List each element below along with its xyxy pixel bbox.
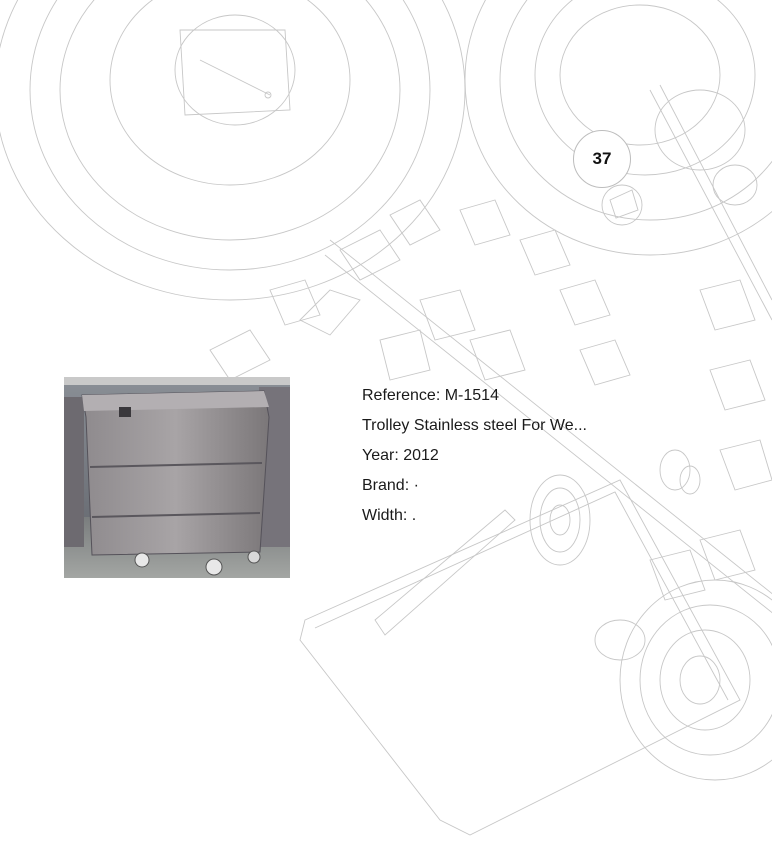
reference-line: Reference: M-1514	[362, 386, 587, 416]
brand-value: ·	[413, 477, 419, 494]
plate-drawing	[299, 479, 741, 836]
product-info: Reference: M-1514 Trolley Stainless stee…	[362, 386, 587, 536]
year-label: Year:	[362, 447, 404, 464]
gear-drawing	[209, 199, 772, 601]
year-value: 2012	[403, 447, 439, 464]
trolley-photo	[64, 377, 290, 578]
product-title: Trolley Stainless steel For We...	[362, 417, 587, 434]
brand-label: Brand:	[362, 477, 414, 494]
width-label: Width:	[362, 507, 412, 524]
width-line: Width: .	[362, 506, 587, 536]
product-image	[64, 377, 290, 578]
shaft-drawing	[324, 84, 772, 614]
brand-line: Brand: ·	[362, 476, 587, 506]
pulley-drawing-right	[464, 0, 772, 256]
wheel-drawing	[619, 579, 772, 781]
page-number-badge: 37	[573, 130, 631, 188]
pulley-drawing	[0, 0, 466, 301]
year-line: Year: 2012	[362, 446, 587, 476]
reference-label: Reference:	[362, 387, 445, 404]
width-value: .	[411, 507, 417, 524]
reference-value: M-1514	[444, 387, 499, 404]
